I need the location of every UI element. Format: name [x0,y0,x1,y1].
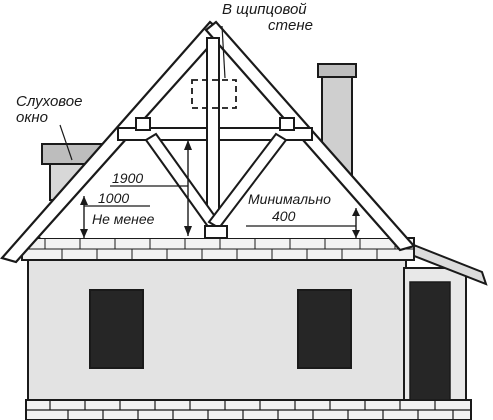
gable-wall-label-1: В щипцовой [222,1,307,18]
dim-400-label: 400 [272,208,296,224]
dimension-1900 [110,140,192,236]
dimension-1000 [80,196,150,238]
gable-vent [191,79,237,109]
foundation [25,399,472,420]
side-annex [393,236,488,401]
annex-door [409,281,451,401]
not-less-label: Не менее [92,211,155,227]
dormer-label-1: Слуховое [16,93,82,110]
left-window [89,289,144,369]
king-post [206,37,220,227]
gable-wall-label-2: стене [268,17,313,34]
minimum-label: Минимально [248,191,331,207]
right-window [297,289,352,369]
dimension-400 [246,208,360,238]
dormer-label-2: окно [16,109,48,126]
dim-1000-label: 1000 [98,190,129,206]
eave-brick-band [21,237,415,261]
dim-1900-label: 1900 [112,170,143,186]
struts [144,132,288,230]
